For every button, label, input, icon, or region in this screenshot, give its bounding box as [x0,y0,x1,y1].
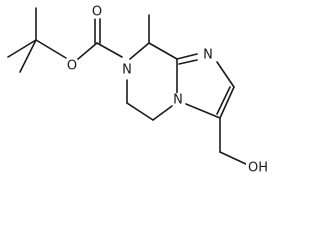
bridgehead-nitrogen-label: N [173,93,183,108]
chemical-structure: O O N N N OH [7,5,270,176]
bond-c8a-n1-double-2 [178,59,198,65]
bond-tbu-methyl-left [7,39,37,58]
imidazole-nitrogen-label: N [203,48,213,63]
ester-oxygen-backdrop [65,59,79,73]
bond-c2-c3-double-1 [219,86,235,119]
bond-c3-n4 [185,103,221,119]
carbonyl-oxygen-label: O [92,5,102,20]
bond-tbu-oxygen [35,39,67,59]
bond-c2-c3-double-2 [216,86,231,115]
bond-c6-c5 [126,102,154,121]
bond-c8a-n1-double-1 [176,53,198,60]
hydroxyl-backdrop [246,160,270,175]
bond-carbonyl-c-n [96,42,123,58]
bond-c5-n4 [152,105,173,121]
ester-oxygen-label: O [67,59,77,74]
bridgehead-nitrogen-backdrop [171,93,185,107]
bond-ester-o-carbonyl-c [77,42,98,60]
bond-n-c8 [129,42,150,60]
bond-n1-c2 [216,61,235,88]
bond-c8-c8a [148,42,178,60]
atom-labels: O O N N N OH [65,5,270,176]
carbonyl-oxygen-backdrop [90,5,104,19]
amide-nitrogen-label: N [122,63,132,78]
hydroxyl-label: OH [248,161,268,176]
bond-tbu-methyl-lower [19,39,37,73]
amide-nitrogen-backdrop [120,63,134,77]
bonds [7,7,249,166]
bond-ch2-oh [219,151,249,166]
imidazole-nitrogen-backdrop [201,48,215,62]
